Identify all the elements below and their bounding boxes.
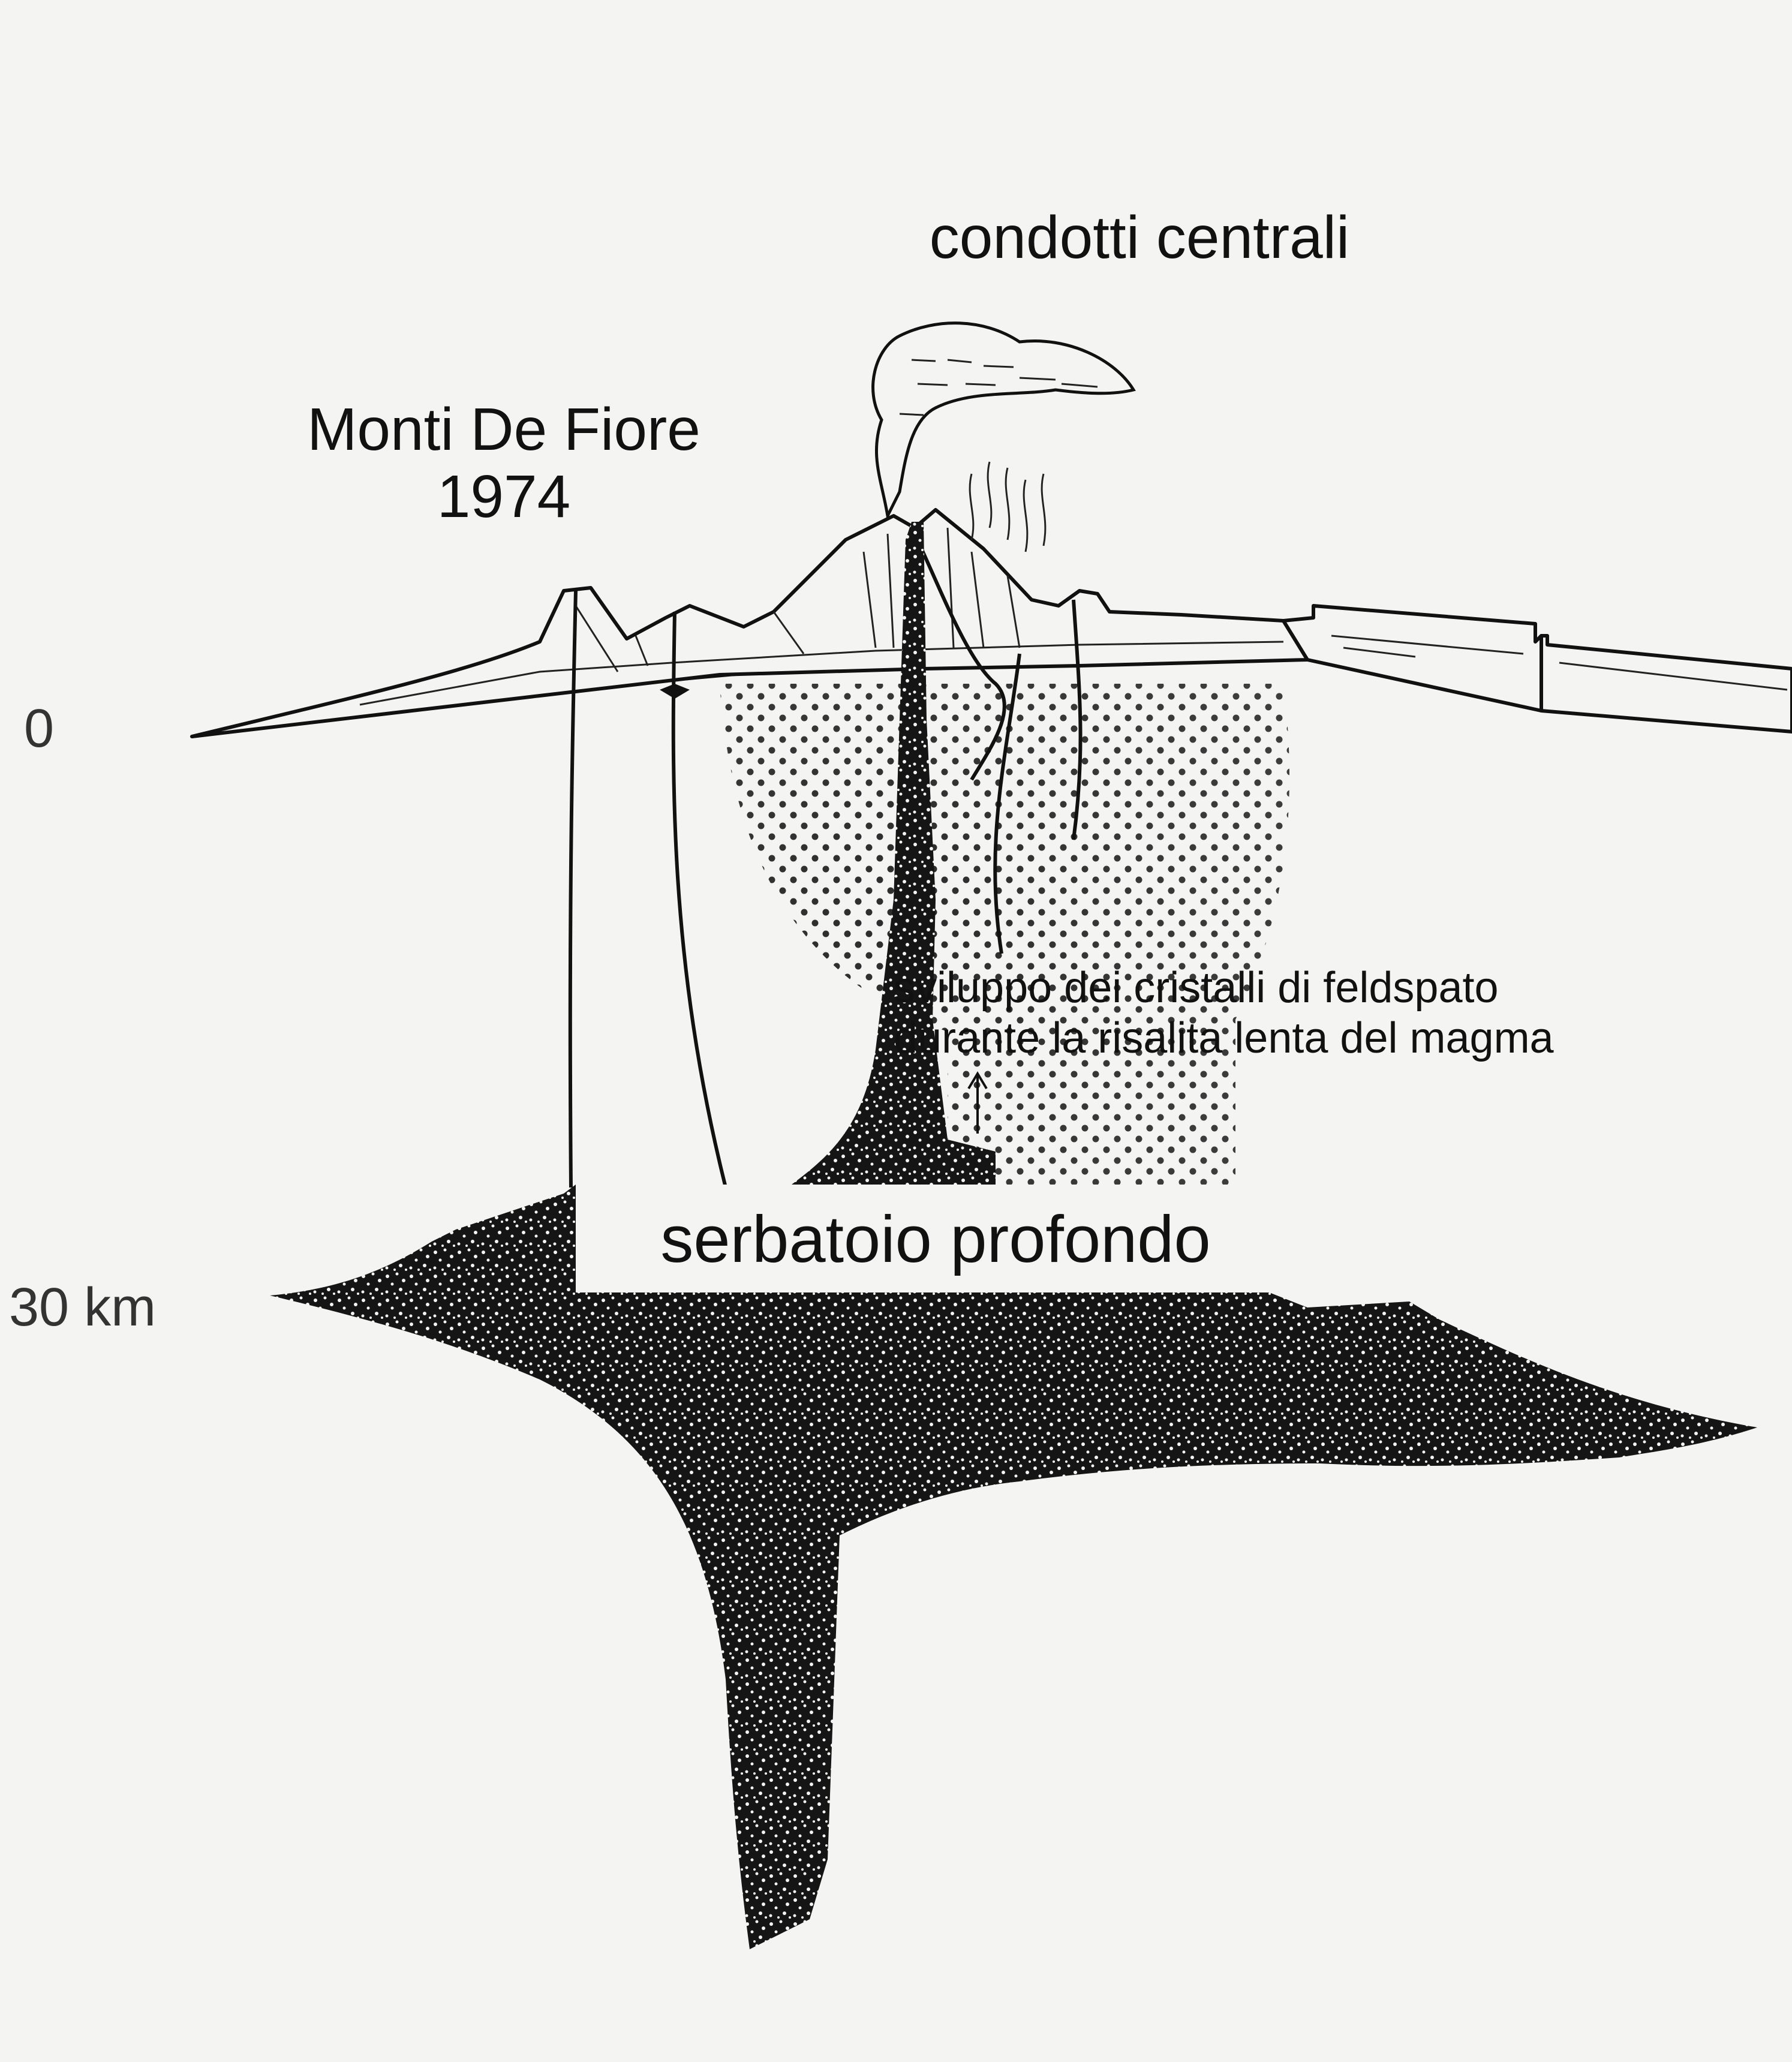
label-crystal-note: sviluppo dei cristalli di feldspato dura… [894, 963, 1554, 1063]
side-conduit-2 [671, 611, 727, 1188]
plateau-right [1282, 604, 1543, 713]
central-conduit [792, 522, 996, 1185]
deep-reservoir [270, 1185, 1757, 1949]
branch-dikes [910, 527, 1083, 954]
crystal-growth-zone [720, 684, 1289, 1194]
label-backdrop [576, 1185, 1307, 1292]
label-crystal-note-line1: sviluppo dei cristalli di feldspato [894, 964, 1499, 1012]
label-side-vents: Monti De Fiore 1974 [228, 396, 780, 530]
label-side-vents-year: 1974 [437, 463, 571, 530]
volcano-edifice [190, 508, 1309, 738]
eruption-plume [871, 321, 1136, 521]
label-depth-30km: 30 km [9, 1278, 157, 1337]
ascent-arrow [967, 1071, 988, 1134]
label-side-vents-name: Monti De Fiore [307, 396, 700, 463]
label-central-conduits: condotti centrali [929, 204, 1350, 271]
side-conduit-1 [568, 590, 578, 1188]
label-deep-reservoir: serbatoio profondo [660, 1203, 1211, 1276]
label-depth-zero: 0 [24, 699, 55, 759]
label-crystal-note-line2: durante la risalita lenta del magma [894, 1014, 1554, 1063]
